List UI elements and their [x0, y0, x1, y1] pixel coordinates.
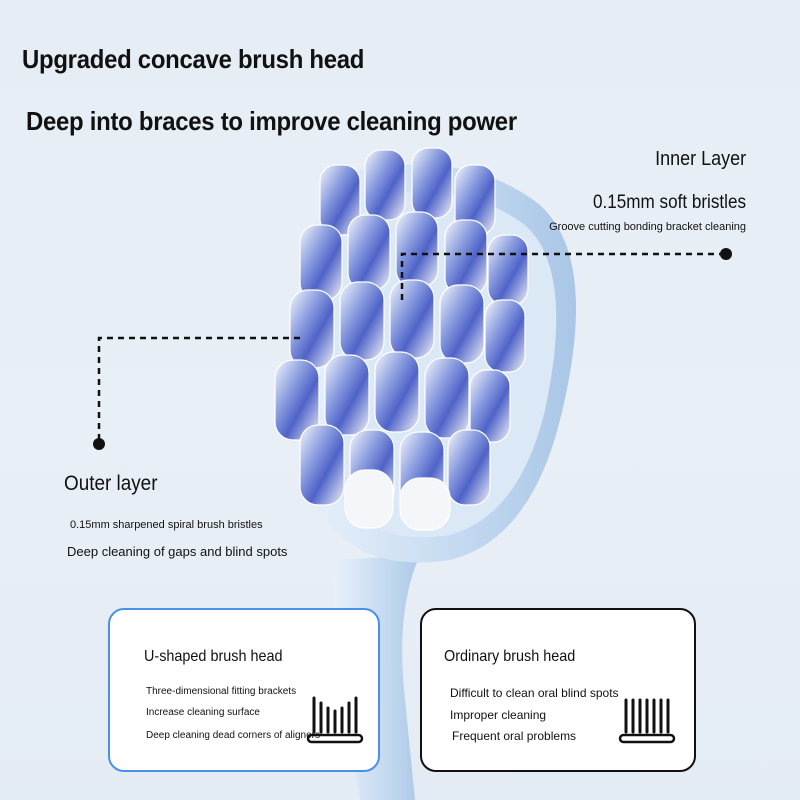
u-shaped-card-line: Deep cleaning dead corners of aligners — [146, 730, 320, 741]
u-shaped-card-line: Three-dimensional fitting brackets — [146, 686, 297, 697]
u-shaped-brush-icon — [306, 696, 364, 744]
outer-layer-detail: Deep cleaning of gaps and blind spots — [67, 544, 288, 559]
u-shaped-brush-card: U-shaped brush head Three-dimensional fi… — [108, 608, 380, 772]
headline-secondary: Deep into braces to improve cleaning pow… — [26, 106, 517, 136]
ordinary-card-line: Improper cleaning — [450, 708, 547, 722]
u-shaped-card-title: U-shaped brush head — [144, 648, 283, 665]
headline-primary: Upgraded concave brush head — [22, 44, 365, 74]
ordinary-brush-card: Ordinary brush head Difficult to clean o… — [420, 608, 696, 772]
u-shaped-card-line: Increase cleaning surface — [146, 707, 260, 718]
inner-layer-subtitle: 0.15mm soft bristles — [593, 192, 746, 213]
ordinary-card-title: Ordinary brush head — [444, 648, 576, 665]
outer-layer-title: Outer layer — [64, 472, 158, 495]
inner-layer-title: Inner Layer — [654, 148, 746, 170]
inner-layer-detail: Groove cutting bonding bracket cleaning — [549, 221, 746, 233]
flat-brush-icon — [618, 698, 676, 744]
outer-layer-subtitle: 0.15mm sharpened spiral brush bristles — [70, 519, 263, 531]
ordinary-card-line: Difficult to clean oral blind spots — [450, 686, 619, 700]
ordinary-card-line: Frequent oral problems — [452, 729, 577, 743]
